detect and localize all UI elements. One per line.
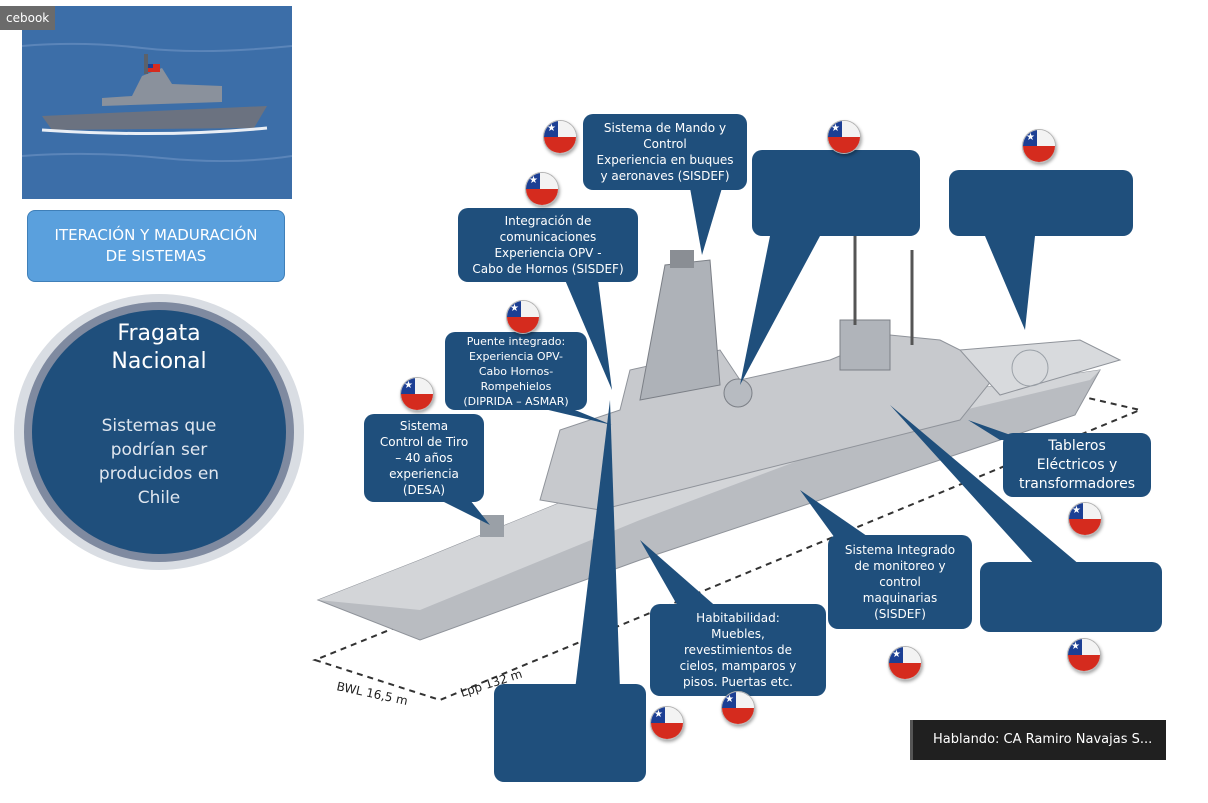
chile-flag-icon: ★	[400, 377, 434, 411]
main-mast	[639, 259, 721, 401]
callout-puente-text: Puente integrado: Experiencia OPV- Cabo …	[463, 334, 569, 408]
tail-monitoreo	[800, 490, 880, 545]
callout-mando-control-text: Sistema de Mando y Control Experiencia e…	[596, 121, 734, 183]
callout-blank-2	[949, 170, 1133, 236]
tail-blank-2	[985, 236, 1035, 330]
chile-flag-icon: ★	[827, 120, 861, 154]
iteration-pill-label: ITERACIÓN Y MADURACIÓN DE SISTEMAS	[54, 226, 258, 265]
callout-monitoreo: Sistema Integrado de monitoreo y control…	[828, 535, 972, 629]
disc-title: Fragata Nacional	[111, 321, 207, 374]
radar-head	[670, 250, 694, 268]
chile-flag-icon: ★	[1022, 129, 1056, 163]
callout-tableros-text: Tableros Eléctricos y transformadores	[1018, 437, 1136, 492]
fire-control-dome	[723, 378, 753, 408]
callout-comunicaciones: Integración de comunicaciones Experienci…	[458, 208, 638, 282]
bwl-label: BWL 16,5 m	[335, 679, 409, 708]
chile-flag-icon: ★	[1068, 502, 1102, 536]
chile-flag-icon: ★	[506, 300, 540, 334]
tail-habitabilidad	[640, 540, 720, 610]
callout-habitabilidad: Habitabilidad: Muebles, revestimientos d…	[650, 604, 826, 696]
callout-blank-3-text	[566, 729, 574, 737]
disc-subtitle: Sistemas que podrían ser producidos en C…	[98, 416, 220, 508]
fragata-nacional-disc: Fragata Nacional Sistemas que podrían se…	[32, 310, 286, 554]
chile-flag-icon: ★	[525, 172, 559, 206]
helipad-circle	[1011, 349, 1049, 387]
chile-flag-icon: ★	[721, 691, 755, 725]
callout-monitoreo-text: Sistema Integrado de monitoreo y control…	[844, 543, 956, 621]
callout-blank-4	[980, 562, 1162, 632]
helideck	[958, 339, 1122, 396]
tail-blank-4	[890, 405, 1080, 565]
callout-blank-1-text	[832, 189, 840, 197]
tail-blank-3	[575, 400, 620, 690]
chile-flag-icon: ★	[543, 120, 577, 154]
frigate-photo	[22, 6, 292, 199]
tail-comunicaciones	[565, 280, 612, 390]
tail-blank-1	[740, 236, 820, 385]
facebook-tag: cebook	[0, 6, 56, 30]
deck	[318, 370, 1100, 610]
callout-blank-3	[494, 684, 646, 782]
tail-mando	[690, 188, 722, 255]
callout-control-tiro-text: Sistema Control de Tiro – 40 años experi…	[379, 419, 469, 497]
iteration-pill: ITERACIÓN Y MADURACIÓN DE SISTEMAS	[27, 210, 285, 282]
callout-blank-2-text	[1037, 199, 1045, 207]
callout-tableros: Tableros Eléctricos y transformadores	[1003, 433, 1151, 497]
frigate-photo-art	[22, 6, 292, 199]
aft-mast-block	[839, 319, 891, 371]
callout-habitabilidad-text: Habitabilidad: Muebles, revestimientos d…	[679, 611, 797, 689]
callout-mando-control: Sistema de Mando y Control Experiencia e…	[583, 114, 747, 190]
tail-puente	[540, 408, 612, 425]
chile-flag-icon: ★	[888, 646, 922, 680]
callout-blank-4-text	[1067, 593, 1075, 601]
callout-comunicaciones-text: Integración de comunicaciones Experienci…	[472, 214, 624, 276]
callout-puente: Puente integrado: Experiencia OPV- Cabo …	[445, 332, 587, 410]
chile-flag-icon: ★	[1067, 638, 1101, 672]
callout-control-tiro: Sistema Control de Tiro – 40 años experi…	[364, 414, 484, 502]
chile-flag-icon: ★	[650, 706, 684, 740]
callout-blank-1	[752, 150, 920, 236]
tail-tiro	[440, 500, 490, 525]
speaker-indicator: Hablando: CA Ramiro Navajas S...	[910, 720, 1166, 760]
